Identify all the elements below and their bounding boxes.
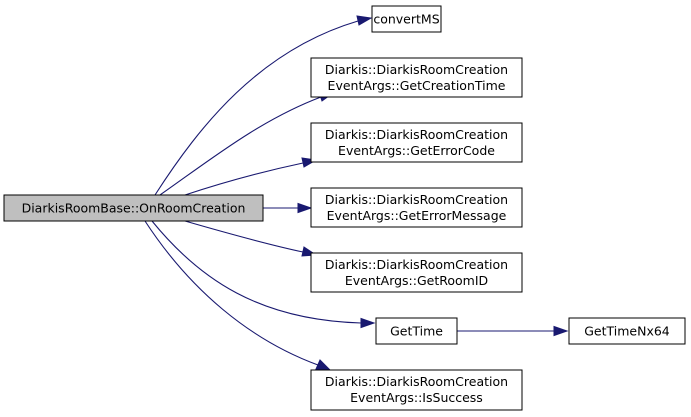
edge-root-to-gettime bbox=[151, 220, 362, 324]
edge-root-to-getroomid bbox=[184, 220, 304, 253]
callee-node-label-line2: EventArgs::GetErrorCode bbox=[338, 143, 495, 158]
callee-node-label: convertMS bbox=[373, 12, 439, 27]
callee-node-label-line2: EventArgs::GetRoomID bbox=[345, 273, 488, 288]
root-node-box bbox=[3, 194, 264, 222]
callee-node-label-line2: EventArgs::GetErrorMessage bbox=[327, 208, 507, 223]
callee-node-gettimenx64[interactable]: GetTimeNx64 bbox=[568, 317, 686, 345]
callee-node-label-line1: Diarkis::DiarkisRoomCreation bbox=[325, 127, 508, 142]
edge-root-to-convertms bbox=[154, 20, 359, 196]
callee-node-label-line1: Diarkis::DiarkisRoomCreation bbox=[325, 192, 508, 207]
callee-node-box bbox=[375, 317, 458, 345]
callee-node-gettime[interactable]: GetTime bbox=[375, 317, 458, 345]
callee-node-label-line1: Diarkis::DiarkisRoomCreation bbox=[325, 62, 508, 77]
callee-node-issuccess[interactable]: Diarkis::DiarkisRoomCreation EventArgs::… bbox=[310, 369, 523, 411]
callee-node-box bbox=[371, 5, 442, 33]
callee-node-box bbox=[310, 57, 523, 98]
arrowhead-gettime bbox=[360, 317, 376, 329]
callee-node-label: GetTimeNx64 bbox=[584, 324, 670, 339]
callee-node-getcreationtime[interactable]: Diarkis::DiarkisRoomCreation EventArgs::… bbox=[310, 57, 523, 98]
callee-node-box bbox=[310, 252, 523, 293]
callee-node-convertms[interactable]: convertMS bbox=[371, 5, 442, 33]
callee-node-label: GetTime bbox=[390, 324, 443, 339]
edge-root-to-getcreationtime bbox=[159, 96, 322, 196]
callee-node-getroomid[interactable]: Diarkis::DiarkisRoomCreation EventArgs::… bbox=[310, 252, 523, 293]
callee-node-box bbox=[568, 317, 686, 345]
edge-root-to-issuccess bbox=[144, 220, 319, 366]
callee-node-label-line1: Diarkis::DiarkisRoomCreation bbox=[325, 257, 508, 272]
callee-node-label-line1: Diarkis::DiarkisRoomCreation bbox=[325, 374, 508, 389]
arrowhead-issuccess bbox=[315, 359, 332, 371]
arrowhead-convertms bbox=[356, 15, 373, 26]
callee-node-geterrormessage[interactable]: Diarkis::DiarkisRoomCreation EventArgs::… bbox=[310, 187, 523, 228]
root-node[interactable]: DiarkisRoomBase::OnRoomCreation bbox=[3, 194, 264, 222]
arrowhead-geterrormessage bbox=[297, 202, 313, 214]
callee-node-label-line2: EventArgs::GetCreationTime bbox=[328, 78, 506, 93]
callee-node-box bbox=[310, 187, 523, 228]
arrowhead-gettimenx64 bbox=[553, 325, 569, 337]
callee-node-label-line2: EventArgs::IsSuccess bbox=[350, 390, 483, 405]
root-node-label: DiarkisRoomBase::OnRoomCreation bbox=[22, 201, 246, 216]
edge-root-to-geterrorcode bbox=[184, 162, 304, 196]
callee-node-box bbox=[310, 122, 523, 163]
callee-node-box bbox=[310, 369, 523, 411]
callee-node-geterrorcode[interactable]: Diarkis::DiarkisRoomCreation EventArgs::… bbox=[310, 122, 523, 163]
